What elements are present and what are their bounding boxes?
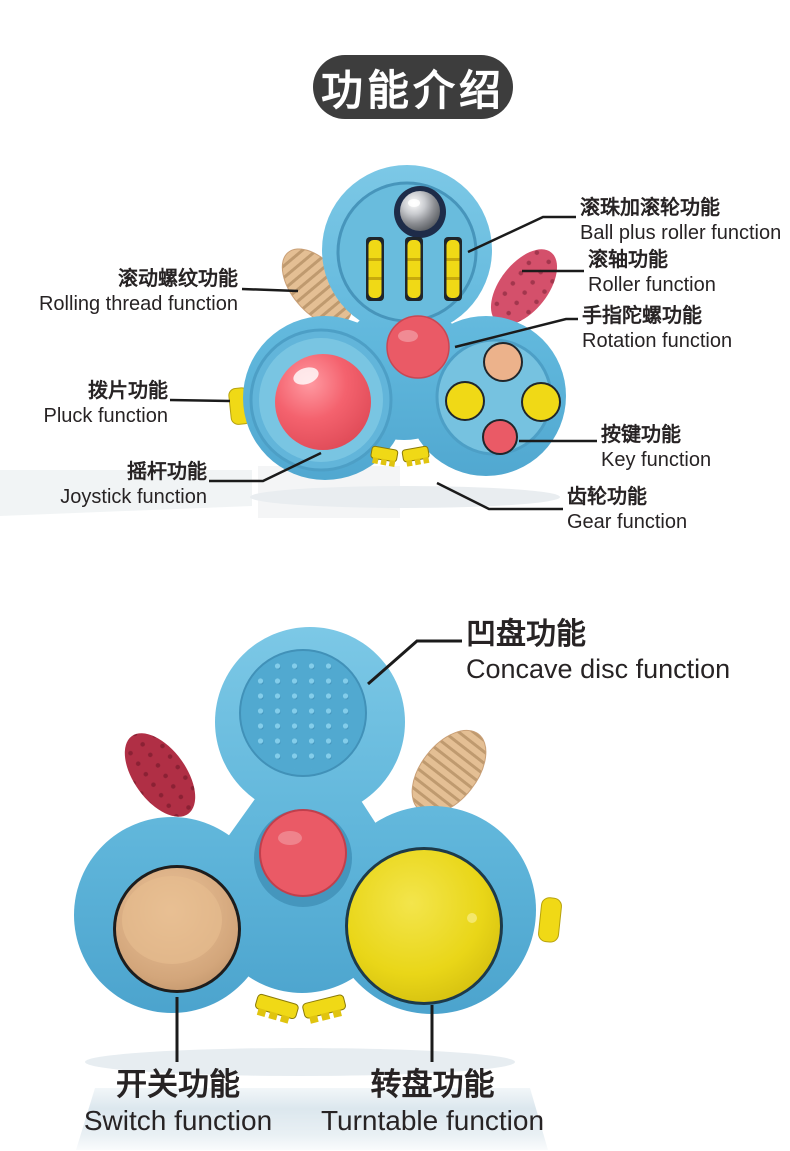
callout-roller: 滚轴功能 Roller function xyxy=(588,248,716,297)
key-button-top xyxy=(483,342,523,382)
callout-en: Ball plus roller function xyxy=(580,222,782,244)
fidget-pad-front-view xyxy=(228,165,566,480)
roller-slots xyxy=(366,237,462,301)
callout-line-rotation xyxy=(454,317,578,349)
gear-teeth xyxy=(370,445,430,467)
display-stand xyxy=(76,1088,548,1150)
callout-rotation: 手指陀螺功能 Rotation function xyxy=(582,304,732,353)
side-paddle-right xyxy=(538,897,562,943)
callout-zh: 摇杆功能 xyxy=(127,461,207,483)
background-shadows xyxy=(0,466,560,1150)
title-banner: 功能介绍 xyxy=(313,55,513,119)
callout-key: 按键功能 Key function xyxy=(601,423,711,472)
callout-en: Concave disc function xyxy=(466,654,731,684)
spinner-highlight xyxy=(398,330,418,342)
callout-ball-roller: 滚珠加滚轮功能 Ball plus roller function xyxy=(580,196,781,245)
ball-highlight xyxy=(408,199,420,207)
bump-roller-right xyxy=(490,249,558,325)
callout-en: Gear function xyxy=(567,511,688,533)
callout-line-ball-roller xyxy=(467,215,576,254)
callout-line-pluck xyxy=(169,398,231,403)
center-button-back xyxy=(259,809,347,897)
callout-pluck: 拨片功能 Pluck function xyxy=(20,379,168,428)
callout-line-gear xyxy=(436,481,563,511)
callout-zh: 齿轮功能 xyxy=(567,486,647,508)
callout-zh: 转盘功能 xyxy=(370,1067,495,1102)
callout-line-rolling-thread xyxy=(241,287,299,293)
bump-roller-left xyxy=(124,733,196,817)
callout-line-joystick xyxy=(209,451,322,483)
callout-zh: 凹盘功能 xyxy=(466,618,586,651)
metal-ball xyxy=(400,191,440,231)
callout-zh: 开关功能 xyxy=(116,1067,240,1102)
gear-teeth-back xyxy=(255,993,346,1024)
callout-zh: 滚珠加滚轮功能 xyxy=(580,197,720,219)
page-title: 功能介绍 xyxy=(320,66,505,114)
joystick-ball xyxy=(275,354,371,450)
callout-en: Joystick function xyxy=(60,486,207,508)
callout-turntable: 转盘功能 Turntable function xyxy=(315,1066,550,1138)
callout-joystick: 摇杆功能 Joystick function xyxy=(19,460,207,509)
callout-en: Rotation function xyxy=(582,330,733,352)
callout-en: Turntable function xyxy=(320,1105,545,1136)
callout-zh: 滚动螺纹功能 xyxy=(118,268,238,290)
fidget-pad-back-view xyxy=(74,627,562,1024)
callout-lines xyxy=(169,215,597,1062)
key-button-left xyxy=(445,381,485,421)
turntable-bump xyxy=(467,913,477,923)
joystick-highlight xyxy=(293,367,319,385)
callout-zh: 拨片功能 xyxy=(88,380,168,402)
callout-line-concave-disc xyxy=(367,639,462,686)
callout-zh: 手指陀螺功能 xyxy=(582,305,702,327)
callout-en: Pluck function xyxy=(43,405,168,427)
key-button-right xyxy=(521,382,561,422)
callout-zh: 按键功能 xyxy=(601,424,681,446)
key-button-bottom xyxy=(482,419,518,455)
center-button-highlight xyxy=(278,831,302,845)
callout-rolling-thread: 滚动螺纹功能 Rolling thread function xyxy=(0,267,238,316)
turntable-disc xyxy=(348,850,500,1002)
callout-gear: 齿轮功能 Gear function xyxy=(567,485,687,534)
callout-switch: 开关功能 Switch function xyxy=(78,1066,278,1138)
spinner-button-center xyxy=(386,315,450,379)
concave-disc-bumps xyxy=(247,657,359,769)
callout-en: Roller function xyxy=(588,274,716,296)
callout-en: Rolling thread function xyxy=(38,293,238,315)
callout-en: Switch function xyxy=(83,1105,273,1136)
callout-en: Key function xyxy=(601,449,712,471)
callout-zh: 滚轴功能 xyxy=(588,249,668,271)
switch-button-top xyxy=(122,876,222,964)
callout-concave-disc: 凹盘功能 Concave disc function xyxy=(466,616,730,686)
